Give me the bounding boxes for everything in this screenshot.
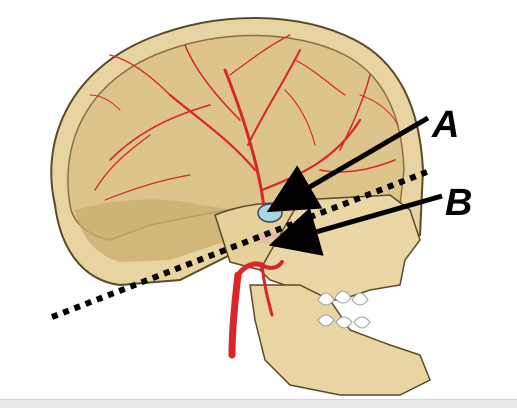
label-b: B <box>445 182 473 224</box>
cranial-floor-shadow <box>75 199 250 262</box>
label-a: A <box>432 104 460 146</box>
bottom-strip <box>0 399 517 408</box>
teeth <box>317 290 371 329</box>
arrow-b-icon <box>268 193 443 256</box>
carotid-artery <box>228 260 284 359</box>
arrow-a-icon <box>266 115 430 213</box>
pituitary-gland-marker <box>257 203 283 223</box>
plane-line <box>50 167 434 320</box>
